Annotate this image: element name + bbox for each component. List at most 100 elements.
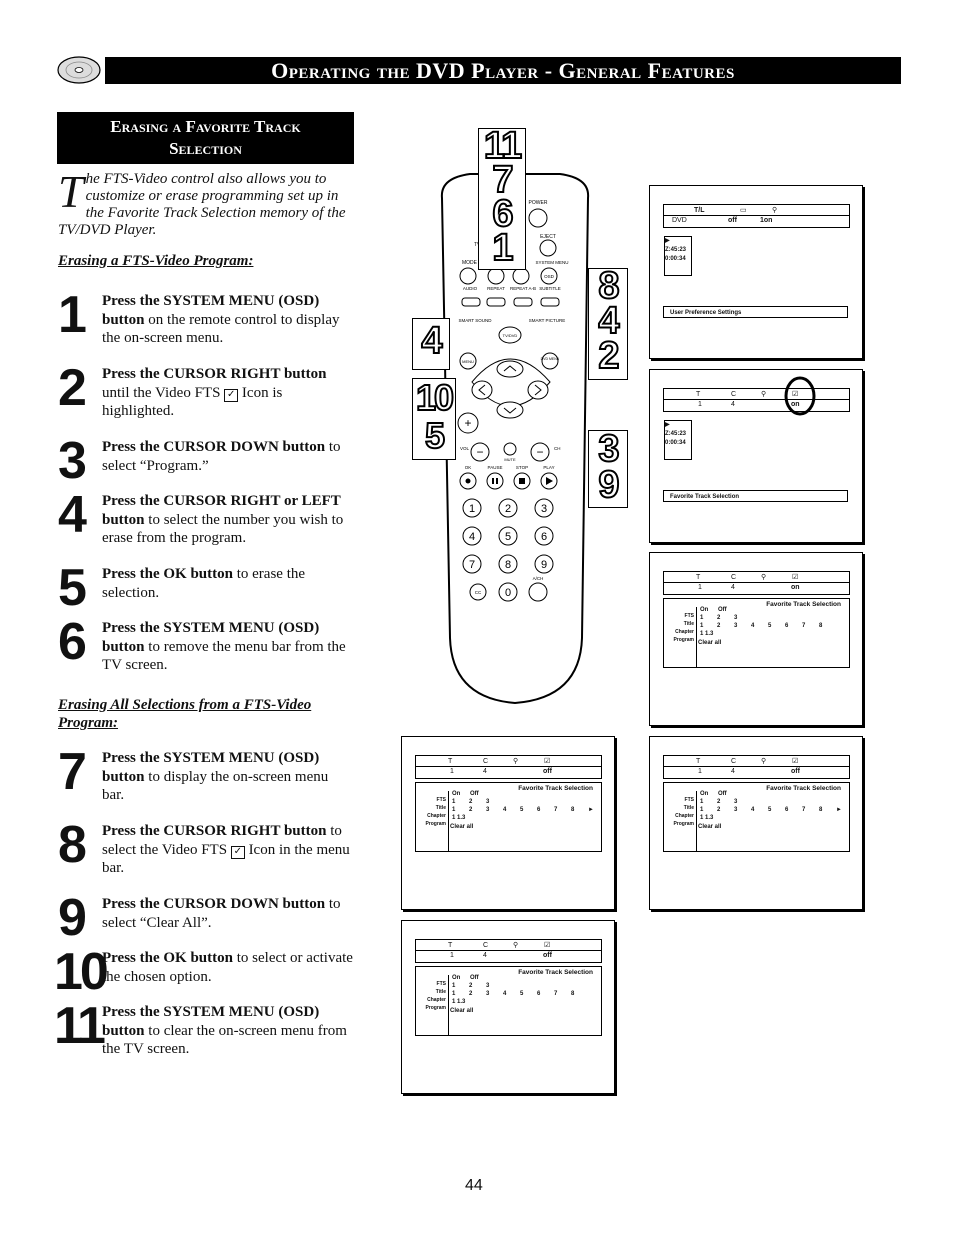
ch-down-button[interactable] [530, 442, 550, 462]
pause-label: PAUSE [488, 465, 503, 470]
svg-text:−: − [536, 445, 543, 459]
ch-label: CH [554, 446, 561, 451]
stop-label: STOP [516, 465, 528, 470]
button-b[interactable] [512, 267, 530, 285]
digit-4-button[interactable] [462, 526, 482, 546]
vol-label: VOL [460, 446, 470, 451]
subheading-erase-all: Erasing All Selections from a FTS-Video … [58, 697, 312, 731]
digit-8-label: 8 [505, 559, 511, 571]
audio-button[interactable] [461, 297, 481, 307]
digit-0-button[interactable] [498, 582, 518, 602]
vol-up-button[interactable] [457, 412, 479, 434]
digit-9-button[interactable] [534, 554, 554, 574]
panel-title: Favorite Track Selection [518, 969, 593, 976]
step-9: 9 Press the CURSOR DOWN button to select… [58, 889, 341, 947]
fts-panel: Favorite Track Selection FTS Title Chapt… [415, 782, 602, 852]
subheading-erase-program: Erasing a FTS-Video Program: [58, 253, 254, 269]
digit-6-button[interactable] [534, 526, 554, 546]
callout-box-left1: 4 [412, 318, 450, 370]
drop-cap: T [58, 166, 84, 217]
section-title-line1: Erasing a Favorite Track [110, 117, 301, 136]
osd-button[interactable] [540, 267, 558, 285]
tv-dvd-button[interactable] [498, 326, 522, 344]
power-button[interactable] [528, 208, 548, 228]
digit-5-label: 5 [505, 531, 511, 543]
digit-1-button[interactable] [462, 498, 482, 518]
cursor-down-button[interactable] [496, 401, 524, 419]
cursor-right-button[interactable] [527, 380, 549, 400]
digit-4-label: 4 [469, 531, 475, 543]
dvd-menu-button[interactable] [541, 352, 559, 370]
step-1: 1 Press the SYSTEM MENU (OSD) button on … [58, 286, 340, 346]
digit-9-label: 9 [541, 559, 547, 571]
eject-button[interactable] [539, 239, 557, 257]
subtitle-button[interactable] [540, 297, 560, 307]
step-5: 5 Press the OK button to erase the selec… [58, 559, 306, 617]
info-box: User Preference Settings [663, 306, 848, 318]
digit-2-button[interactable] [498, 498, 518, 518]
panel-title: Favorite Track Selection [766, 785, 841, 792]
mode-label: MODE [462, 260, 478, 266]
button-a[interactable] [487, 267, 505, 285]
osd-label: OSD [544, 274, 555, 279]
digit-8-button[interactable] [498, 554, 518, 574]
digit-7-label: 7 [469, 559, 475, 571]
smart-picture-label: SMART PICTURE [529, 318, 566, 323]
digit-3-label: 3 [541, 503, 547, 515]
vol-down-button[interactable] [470, 442, 490, 462]
digit-2-label: 2 [505, 503, 511, 515]
audio-label: AUDIO [463, 286, 478, 291]
highlight-circle [784, 376, 816, 416]
mode-button[interactable] [459, 267, 477, 285]
power-label: POWER [529, 200, 548, 206]
mute-button[interactable] [503, 442, 517, 456]
step-6: 6 Press the SYSTEM MENU (OSD) button to … [58, 613, 346, 673]
page-header: Operating the DVD Player - General Featu… [105, 57, 901, 84]
cursor-up-button[interactable] [496, 360, 524, 378]
ach-button[interactable] [528, 582, 548, 602]
step-7: 7 Press the SYSTEM MENU (OSD) button to … [58, 743, 329, 803]
cc-button[interactable] [469, 583, 487, 601]
digit-5-button[interactable] [498, 526, 518, 546]
step-3: 3 Press the CURSOR DOWN button to select… [58, 432, 341, 490]
digit-7-button[interactable] [462, 554, 482, 574]
digit-1-label: 1 [469, 503, 475, 515]
repeat-ab-button[interactable] [513, 297, 533, 307]
subtitle-label: SUBTITLE [539, 286, 561, 291]
digit-6-label: 6 [541, 531, 547, 543]
tv-label: TV [474, 242, 481, 248]
section-title-line2: Selection [169, 139, 242, 158]
menu-button[interactable] [459, 352, 477, 370]
repeat-button[interactable] [486, 297, 506, 307]
panel-title: Favorite Track Selection [766, 601, 841, 608]
repeat-ab-label: REPEAT A-B [510, 286, 536, 291]
step-4: 4 Press the CURSOR RIGHT or LEFT button … [58, 486, 344, 546]
step-8: 8 Press the CURSOR RIGHT button to selec… [58, 816, 350, 876]
mute-label: MUTE [504, 457, 516, 462]
digit-0-label: 0 [505, 587, 511, 599]
digit-pad: 1 2 3 4 5 6 7 8 9 0 [462, 498, 554, 602]
fts-panel: Favorite Track Selection FTS Title Chapt… [415, 966, 602, 1036]
step-2: 2 Press the CURSOR RIGHT button until th… [58, 359, 327, 419]
section-title: Erasing a Favorite Track Selection [57, 112, 354, 164]
ach-label: A/CH [533, 576, 544, 581]
pause-button[interactable] [486, 472, 504, 490]
ok-label: OK [465, 465, 472, 470]
cursor-left-button[interactable] [471, 380, 493, 400]
digit-3-button[interactable] [534, 498, 554, 518]
play-label: PLAY [543, 465, 554, 470]
smart-sound-label: SMART SOUND [458, 318, 492, 323]
